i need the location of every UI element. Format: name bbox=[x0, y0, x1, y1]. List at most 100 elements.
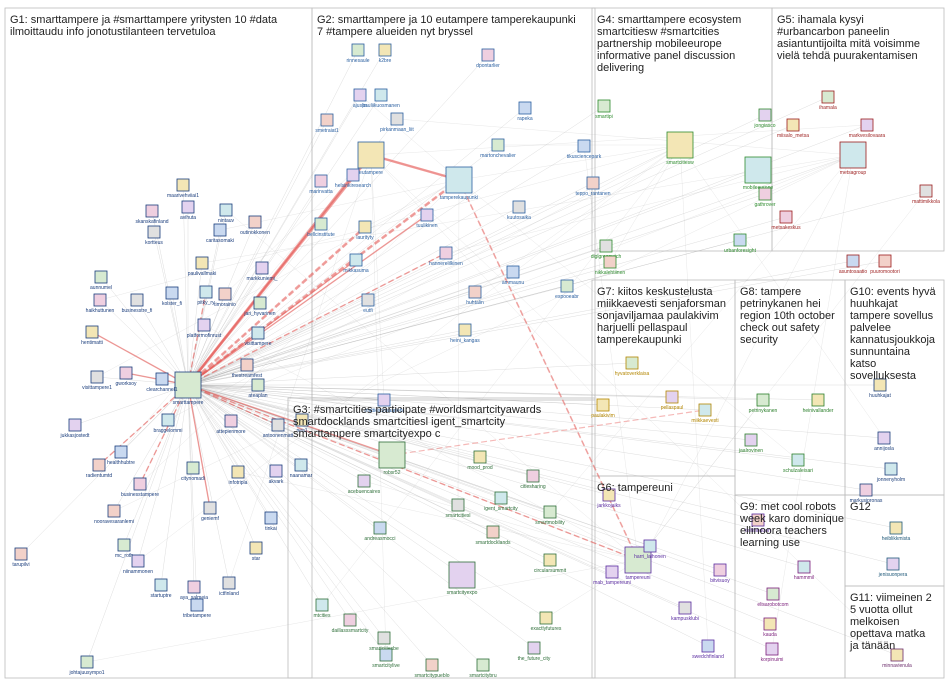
node-label: tuulikinen bbox=[416, 223, 437, 229]
node-label: helsinkiresearch bbox=[335, 183, 371, 189]
node-label: heini_kangas bbox=[450, 338, 480, 344]
node-label: akvark bbox=[269, 479, 284, 485]
node-g6-4: bitvisuoy bbox=[710, 563, 730, 584]
node-label: mab_tampereuni bbox=[593, 580, 631, 586]
node-g9-0: elisarobotcom bbox=[757, 587, 789, 608]
node-g1-30: healthhubtre bbox=[107, 445, 135, 466]
node-label: aunnumel bbox=[90, 285, 112, 291]
node-g7-0: hyvatoverklaisa bbox=[615, 356, 650, 377]
node-g5-3: metsagroup bbox=[839, 141, 866, 176]
node-g6-5: kampusklubi bbox=[671, 601, 699, 622]
node-g5-7: puuromootori bbox=[870, 254, 900, 275]
node-label: paulakivim bbox=[591, 413, 615, 419]
node-label: smartcitiesl bbox=[445, 513, 470, 519]
node-g3-11: mtcities bbox=[314, 598, 331, 619]
node-g2-7: smetraiat1 bbox=[315, 113, 339, 134]
node-g5-4: metsakeskus bbox=[771, 210, 801, 231]
node-g4-1: smartcitiesw bbox=[666, 131, 694, 166]
node-g1-40: mc_roth bbox=[115, 538, 133, 559]
node-g1-45: ictfinland bbox=[219, 576, 239, 597]
node-g2-20: hannerelilkinen bbox=[429, 246, 463, 267]
node-g1-9: paulivallmaki bbox=[188, 256, 216, 277]
node-g1-20: gworksoy bbox=[115, 366, 137, 387]
node-g3-3: igent_smartcity bbox=[484, 491, 518, 512]
node-label: hammmil bbox=[794, 575, 814, 581]
node-g1-0: smarttampere bbox=[173, 371, 204, 406]
node-label: mobileeurope bbox=[743, 185, 774, 191]
node-label: kolster_fi bbox=[162, 301, 182, 307]
node-g9-3: hammmil bbox=[794, 560, 814, 581]
node-g2-25: heini_kangas bbox=[450, 323, 480, 344]
node-label: gworksoy bbox=[115, 381, 137, 387]
node-label: pellaspaul bbox=[661, 405, 684, 411]
node-label: smartcitiesw bbox=[666, 160, 694, 166]
node-g5-1: miisalo_metsa bbox=[777, 118, 809, 139]
node-label: gathrover bbox=[754, 202, 775, 208]
node-g1-41: star bbox=[249, 541, 263, 562]
node-label: mattiesonsaarlehi bbox=[364, 408, 403, 414]
node-label: star bbox=[252, 556, 261, 562]
node-g1-42: niinammonen bbox=[123, 554, 153, 575]
node-label: martonchevalier bbox=[480, 153, 516, 159]
node-label: exactlyfutures bbox=[531, 626, 562, 632]
node-label: citynomadi bbox=[181, 476, 205, 482]
node-g1-48: johtajuusympo1 bbox=[68, 655, 105, 676]
node-label: businesstre_fi bbox=[122, 308, 153, 314]
node-label: ammaunu bbox=[502, 280, 524, 286]
node-label: pauliikuosmanen bbox=[362, 103, 400, 109]
node-label: acebuencaires bbox=[348, 489, 381, 495]
node-g1-36: businesstampere bbox=[121, 477, 159, 498]
node-label: outinokkonen bbox=[240, 230, 270, 236]
node-g10-0: huuhkajat bbox=[869, 378, 891, 399]
node-g1-3: nintauv bbox=[218, 203, 235, 224]
node-g1-47: tarupilvi bbox=[12, 547, 30, 568]
node-label: schulzaleisari bbox=[783, 468, 813, 474]
node-label: healthhubtre bbox=[107, 460, 135, 466]
node-label: markusjpronas bbox=[850, 498, 883, 504]
node-g1-1: maarivehviiai1 bbox=[167, 178, 199, 199]
node-g1-25: nea1 bbox=[295, 413, 309, 434]
node-label: clearchannel1 bbox=[146, 387, 177, 393]
node-label: markkuniemi_ bbox=[246, 276, 277, 282]
node-label: tampereuni bbox=[625, 575, 650, 581]
node-label: antoonenmatt bbox=[263, 433, 294, 439]
node-label: miikkaevesti bbox=[691, 418, 718, 424]
node-label: mtcities bbox=[314, 613, 331, 619]
node-label: laurityty bbox=[356, 235, 374, 241]
node-label: hyvatoverklaisa bbox=[615, 371, 650, 377]
node-label: teihtiinuuon bbox=[745, 528, 771, 534]
node-label: robsr52 bbox=[384, 470, 401, 476]
node-label: tribetampere bbox=[183, 613, 211, 619]
node-label: heiblikkmista bbox=[882, 536, 911, 542]
node-label: petrinykanen bbox=[749, 408, 778, 414]
node-g1-44: aya_salmeia bbox=[180, 580, 208, 601]
node-g7-3: miikkaevesti bbox=[691, 403, 719, 424]
node-g2-16: bellcinstitute bbox=[307, 217, 335, 238]
node-g1-4: skanskafinland bbox=[135, 204, 169, 225]
node-label: korpinuimi bbox=[761, 657, 784, 663]
node-g2-22: ammaunu bbox=[502, 265, 524, 286]
node-label: ihamala bbox=[819, 105, 837, 111]
node-label: jaalrovinen bbox=[738, 448, 763, 454]
node-label: mood_prod bbox=[467, 465, 493, 471]
node-label: kampusklubi bbox=[671, 616, 699, 622]
node-g3-8: smartmobility bbox=[535, 505, 565, 526]
node-g1-33: infotripla bbox=[229, 465, 248, 486]
node-label: pirkanmaan_liit bbox=[380, 127, 414, 133]
node-g1-5: kortteus bbox=[145, 225, 163, 246]
node-g4-4: gathrover bbox=[754, 187, 776, 208]
node-label: visittampere1 bbox=[82, 385, 112, 391]
node-g1-10: markkuniemi_ bbox=[246, 261, 278, 282]
node-g1-11: pitky_ry bbox=[197, 285, 215, 306]
node-label: eutfi bbox=[363, 308, 372, 314]
node-g9-2: korpinuimi bbox=[761, 642, 784, 663]
node-g1-27: braggelommi bbox=[154, 413, 182, 434]
node-label: nea1 bbox=[296, 428, 307, 434]
node-label: tamperekaupunki bbox=[440, 195, 478, 201]
node-g2-17: laurityty bbox=[356, 220, 374, 241]
